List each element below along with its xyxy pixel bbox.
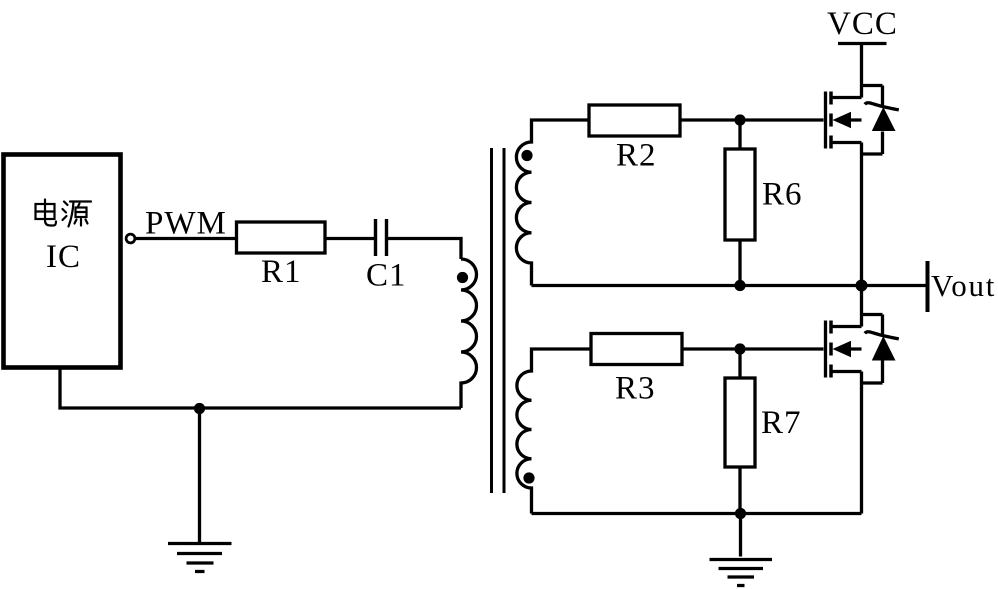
svg-text:R1: R1 xyxy=(261,254,302,290)
svg-text:R7: R7 xyxy=(761,405,802,441)
svg-text:Vout: Vout xyxy=(931,268,996,303)
svg-text:VCC: VCC xyxy=(827,6,898,42)
svg-text:R3: R3 xyxy=(615,371,656,407)
svg-text:IC: IC xyxy=(46,239,81,275)
svg-text:C1: C1 xyxy=(366,258,407,294)
svg-text:R2: R2 xyxy=(616,138,657,174)
svg-text:PWM: PWM xyxy=(145,206,227,242)
svg-text:R6: R6 xyxy=(762,177,803,213)
